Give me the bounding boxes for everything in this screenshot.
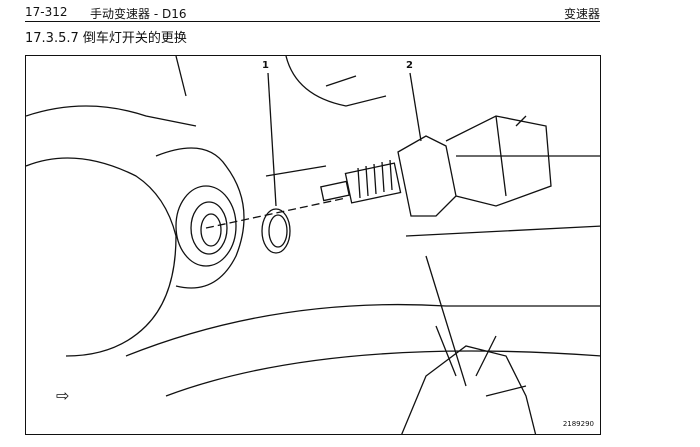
switch — [320, 115, 552, 217]
reverse-light-switch-drawing — [26, 56, 600, 434]
figure-id: 2189290 — [562, 420, 594, 428]
chapter-title: 变速器 — [563, 7, 600, 21]
procedure-title: 17.3.5.7 倒车灯开关的更换 — [25, 31, 187, 46]
page-number: 17-312 — [25, 5, 68, 19]
callout-2: 2 — [406, 60, 413, 71]
illustration: 1 2 ⇨ 2189290 — [25, 55, 601, 435]
right-arrow-icon: ⇨ — [56, 386, 70, 405]
section-title: 手动变速器 - D16 — [90, 7, 187, 21]
seal-ring — [261, 208, 291, 254]
page-header: 17-312 手动变速器 - D16 变速器 — [25, 3, 600, 22]
callout-1: 1 — [262, 60, 269, 71]
